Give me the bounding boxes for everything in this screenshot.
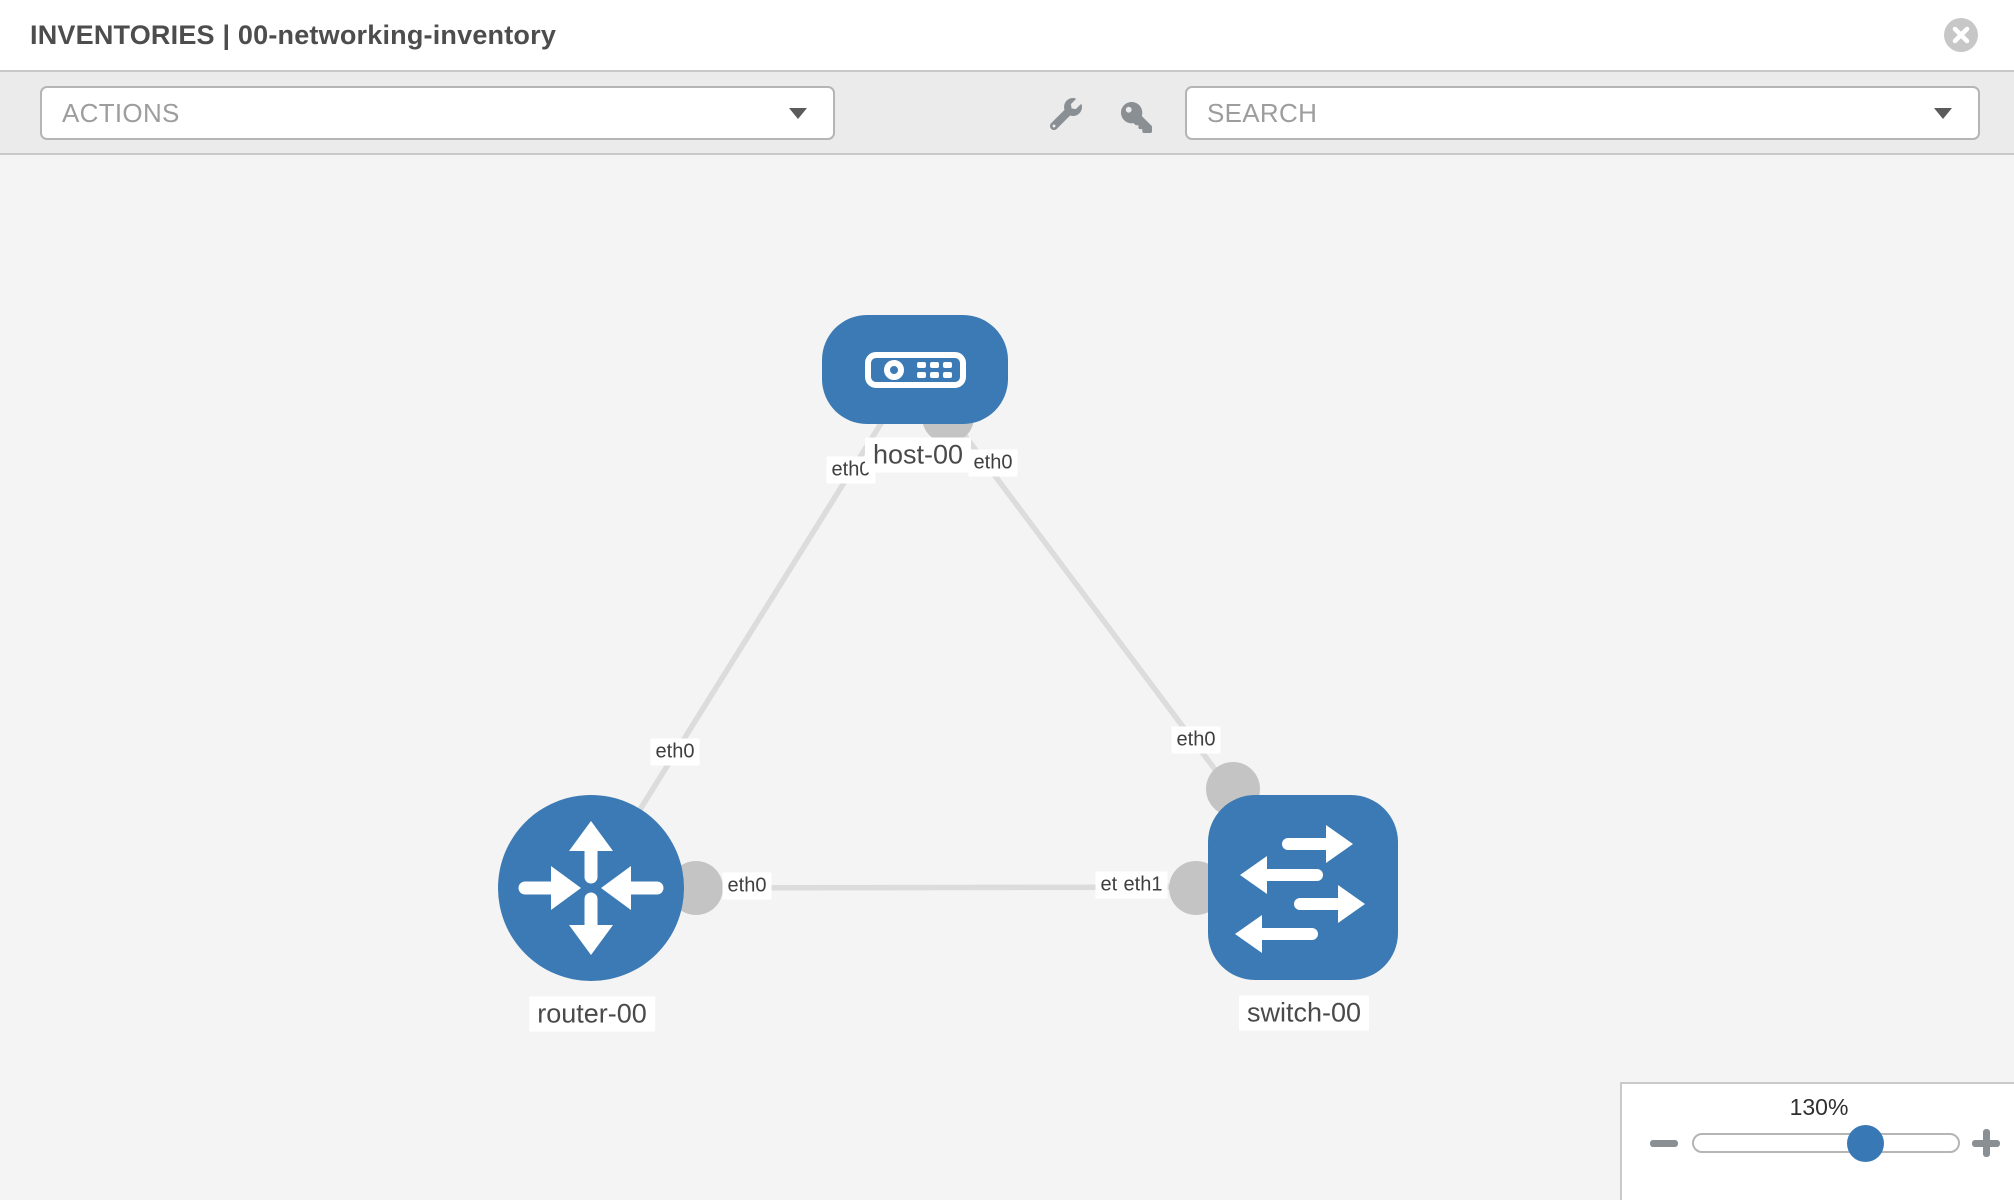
- search-dropdown[interactable]: SEARCH: [1185, 86, 1980, 140]
- interface-label-host-eth0-right: eth0: [968, 449, 1018, 477]
- node-host-00[interactable]: [822, 315, 1008, 424]
- key-tool-button[interactable]: [1118, 99, 1154, 135]
- zoom-in-button[interactable]: [1972, 1129, 2000, 1157]
- node-label-switch: switch-00: [1238, 995, 1370, 1031]
- node-router-00[interactable]: [498, 795, 684, 981]
- actions-dropdown[interactable]: ACTIONS: [40, 86, 835, 140]
- node-switch-00[interactable]: [1208, 795, 1398, 980]
- close-icon: [1952, 26, 1970, 44]
- header-bar: INVENTORIES | 00-networking-inventory: [0, 0, 2014, 72]
- router-icon: [518, 821, 664, 955]
- zoom-level-label: 130%: [1789, 1094, 1849, 1120]
- search-dropdown-label: SEARCH: [1207, 97, 1318, 128]
- wrench-icon: [1050, 98, 1082, 130]
- interface-label-router-uplink-eth0: eth0: [650, 738, 700, 766]
- node-label-host: host-00: [864, 437, 972, 473]
- interface-label-switch-eth1: eth1: [1118, 871, 1168, 899]
- zoom-slider-track[interactable]: [1692, 1133, 1960, 1153]
- page-title: INVENTORIES | 00-networking-inventory: [30, 20, 557, 50]
- topology-canvas[interactable]: [0, 155, 2014, 1200]
- actions-dropdown-label: ACTIONS: [62, 97, 180, 128]
- switch-icon: [1235, 825, 1365, 953]
- chevron-down-icon: [789, 108, 807, 119]
- key-icon: [1120, 101, 1152, 133]
- host-icon: [865, 352, 966, 388]
- node-label-router: router-00: [529, 996, 655, 1032]
- chevron-down-icon: [1934, 108, 1952, 119]
- interface-label-router-eth0: eth0: [722, 872, 772, 900]
- close-button[interactable]: [1944, 18, 1978, 52]
- link-host-router[interactable]: [588, 367, 918, 890]
- zoom-out-button[interactable]: [1650, 1140, 1678, 1147]
- wrench-tool-button[interactable]: [1048, 96, 1084, 132]
- toolbar: ACTIONS SEARCH: [0, 72, 2014, 155]
- zoom-control-panel: 130%: [1620, 1082, 2014, 1200]
- zoom-slider-knob[interactable]: [1847, 1125, 1884, 1162]
- interface-label-switch-uplink-eth0: eth0: [1171, 726, 1221, 754]
